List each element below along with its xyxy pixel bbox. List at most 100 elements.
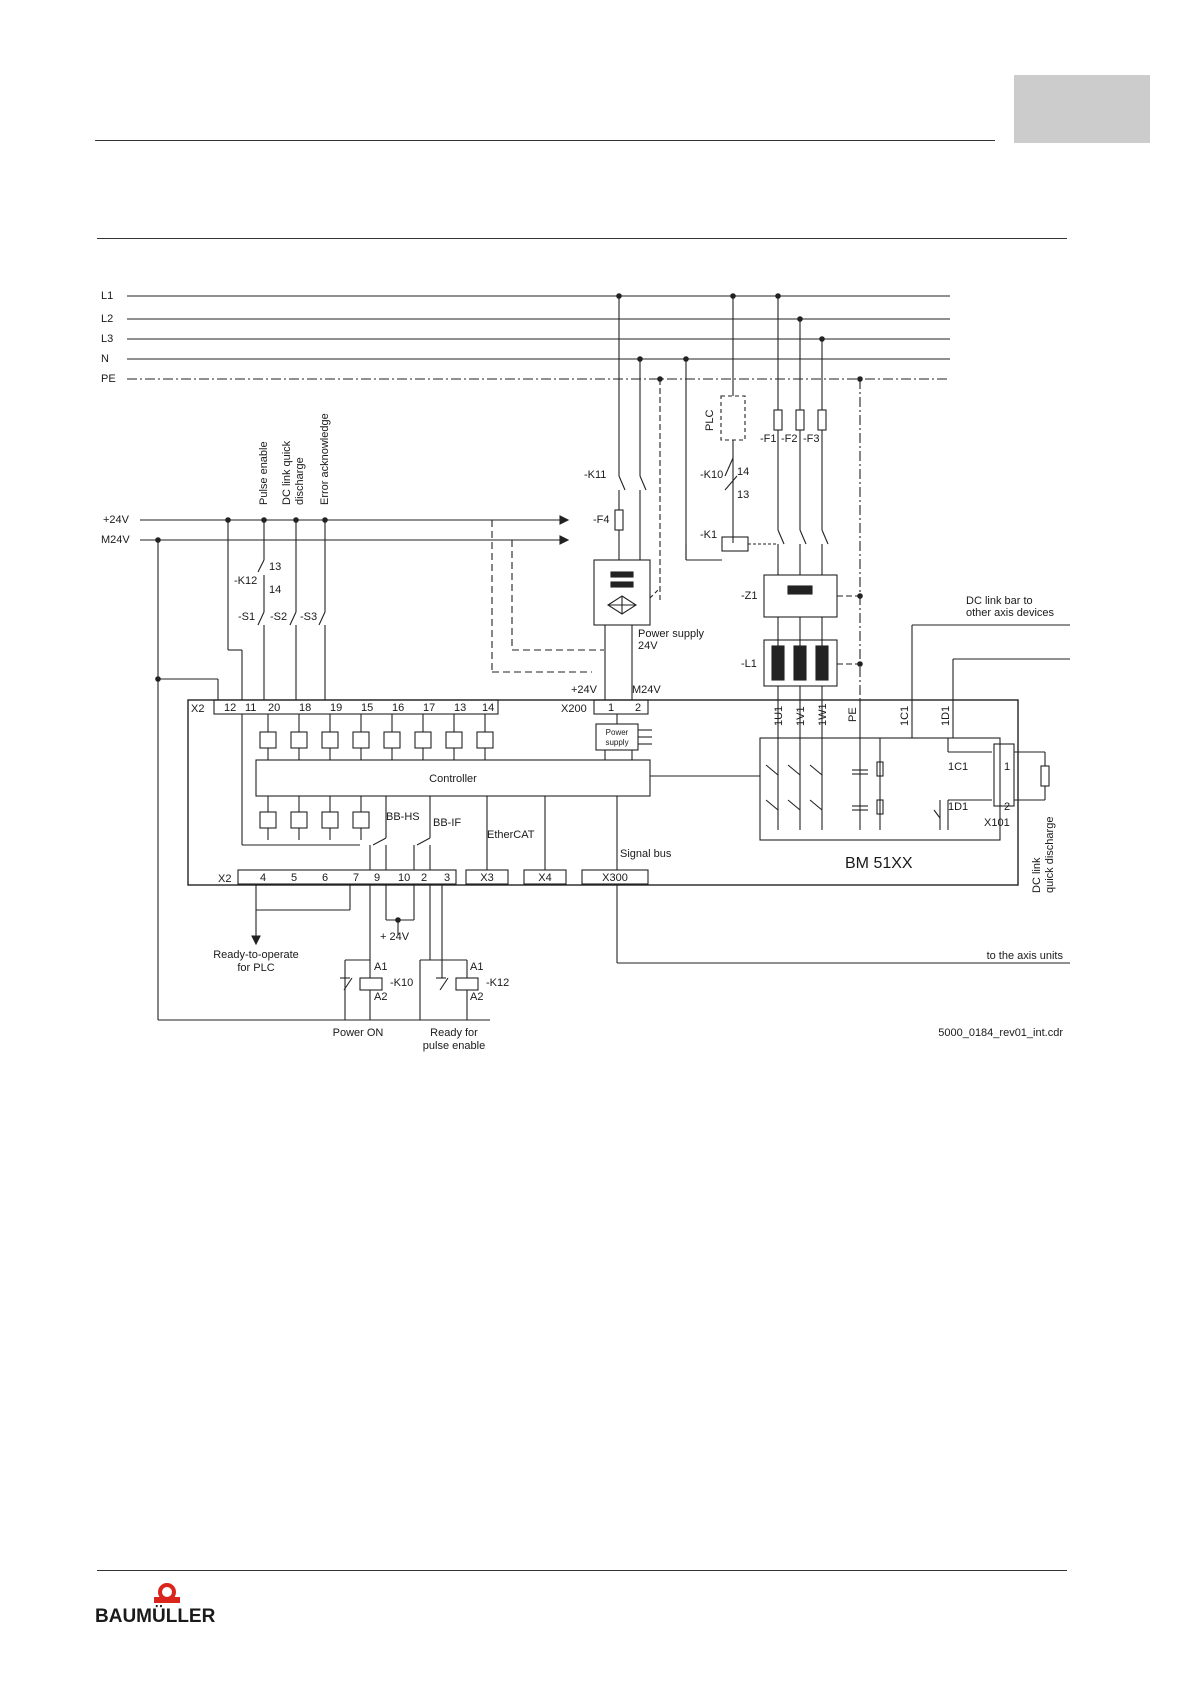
label-s1: -S1 [238,611,255,623]
label-axis-units: to the axis units [987,950,1064,962]
label-int-psu-a: Power [606,728,629,737]
label-k12-13: 13 [269,561,281,573]
label-f3: -F3 [803,433,820,445]
label-n: N [101,353,109,365]
label-power-supply-1: Power supply [638,628,705,640]
label-ready-operate-1: Ready-to-operate [213,949,299,961]
svg-text:1U1: 1U1 [773,706,785,726]
svg-text:1D1: 1D1 [940,706,952,726]
svg-text:1V1: 1V1 [795,706,807,726]
label-error-ack: Error acknowledge [319,413,331,505]
bottom-terminal-numbers: 4 5 6 7 9 10 2 3 [260,872,450,884]
file-reference: 5000_0184_rev01_int.cdr [938,1027,1063,1039]
label-k10-a1: A1 [374,961,387,973]
x200-strip [593,699,649,715]
x2-top-strip [213,699,499,715]
z1-filter [763,574,838,618]
label-k10: -K10 [700,469,723,481]
junction-dots [155,293,863,923]
label-k10-14: 14 [737,466,749,478]
label-power-supply-2: 24V [638,640,658,652]
baumueller-logo: BAUMÜLLER [95,1583,216,1627]
label-s2: -S2 [270,611,287,623]
igbt-bridge [765,738,941,830]
logo-text: BAUMÜLLER [95,1606,216,1627]
svg-text:1C1: 1C1 [899,706,911,726]
svg-text:4: 4 [260,872,266,884]
optocouplers-bottom [241,714,370,846]
logo-mark-icon [154,1583,180,1603]
label-k10-a2: A2 [374,991,387,1003]
svg-text:5: 5 [291,872,297,884]
svg-text:18: 18 [299,702,311,714]
label-x3: X3 [480,872,493,884]
label-x200: X200 [561,703,587,715]
label-k12: -K12 [234,575,257,587]
header-rule [95,140,995,141]
label-x101-2: 2 [1004,801,1010,813]
module-name: BM 51XX [845,855,913,872]
svg-text:19: 19 [330,702,342,714]
label-x200-minus: M24V [632,684,661,696]
svg-text:17: 17 [423,702,435,714]
k10-coil [359,977,383,991]
x2-bottom-strip [237,869,457,885]
label-dc-quick-1: DC link quick [281,440,293,505]
label-x2-bottom: X2 [218,873,231,885]
label-out-plus24: + 24V [380,931,410,943]
mains-taps [618,296,861,700]
label-controller: Controller [429,773,477,785]
svg-text:11: 11 [245,702,256,714]
label-bb-hs: BB-HS [386,811,420,823]
chapter-tab [1014,75,1150,143]
label-bb-if: BB-IF [433,817,461,829]
label-l2: L2 [101,313,113,325]
label-ready-operate-2: for PLC [237,962,274,974]
power-supply-24v [593,559,651,626]
label-out-k10: -K10 [390,977,413,989]
optocouplers-top [259,714,494,760]
svg-text:15: 15 [361,702,373,714]
label-ready-pulse-2: pulse enable [423,1040,485,1052]
label-f1: -F1 [760,433,777,445]
label-k1: -K1 [700,529,717,541]
svg-text:14: 14 [482,702,494,714]
fuses-f1-f3 [773,409,829,575]
label-signal-bus: Signal bus [620,848,672,860]
label-x4: X4 [538,872,551,884]
label-l1-choke: -L1 [741,658,757,670]
x4-port [523,869,567,885]
svg-text:20: 20 [268,702,280,714]
label-m24: M24V [101,534,130,546]
label-x300: X300 [602,872,628,884]
label-plc: PLC [704,410,716,431]
label-l3: L3 [101,333,113,345]
svg-text:2: 2 [421,872,427,884]
label-plus24: +24V [103,514,130,526]
svg-text:1W1: 1W1 [817,703,829,726]
svg-text:13: 13 [454,702,466,714]
label-k12-a1: A1 [470,961,483,973]
label-1c1-inner: 1C1 [948,761,968,773]
label-x200-plus: +24V [571,684,598,696]
label-dc-quick-2: discharge [294,457,306,505]
svg-text:12: 12 [224,702,236,714]
k1-coil [721,536,749,552]
label-f2: -F2 [781,433,798,445]
label-s3: -S3 [300,611,317,623]
label-l1: L1 [101,290,113,302]
label-f4: -F4 [593,514,610,526]
svg-text:9: 9 [374,872,380,884]
label-x101: X101 [984,817,1010,829]
power-terminal-labels: 1U1 1V1 1W1 PE 1C1 1D1 [773,703,952,726]
label-x101-1: 1 [1004,761,1010,773]
label-x200-1: 1 [608,702,614,714]
label-k10-13: 13 [737,489,749,501]
label-z1: -Z1 [741,590,758,602]
x300-port [581,869,649,885]
controller-block [255,759,651,797]
footer-rule [97,1570,1067,1571]
label-k12-14: 14 [269,584,281,596]
svg-text:7: 7 [353,872,359,884]
